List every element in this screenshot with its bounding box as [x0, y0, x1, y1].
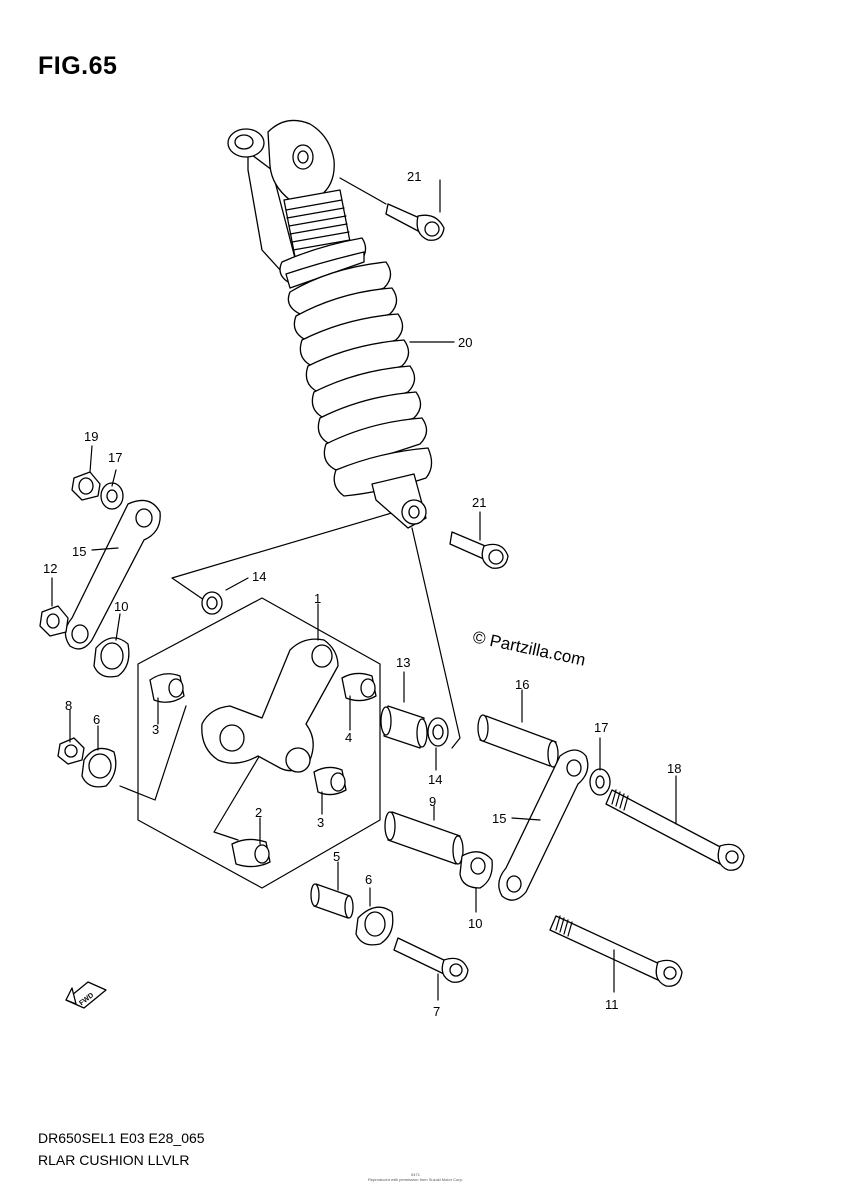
callout-10-left: 10 — [114, 599, 128, 614]
pipe-9 — [387, 811, 461, 865]
callout-14-lower: 14 — [428, 772, 442, 787]
callout-1: 1 — [314, 591, 321, 606]
callout-16: 16 — [515, 677, 529, 692]
left-fasteners — [57, 737, 117, 788]
callout-15-right: 15 — [492, 811, 506, 826]
bolt-21-upper — [339, 177, 445, 241]
fwd-arrow-icon: FWD — [65, 981, 107, 1009]
left-link-assembly — [39, 471, 161, 678]
callout-4: 4 — [345, 730, 352, 745]
callout-17-left: 17 — [108, 450, 122, 465]
bolt-7 — [393, 937, 449, 975]
callout-11: 11 — [605, 997, 619, 1012]
bolt-11 — [549, 915, 665, 981]
callout-21-lower: 21 — [472, 495, 486, 510]
watermark: © Partzilla.com — [471, 627, 587, 669]
guide-line-shock-to-rod — [411, 527, 461, 749]
footnote-text: Reproduced with permission from Suzuki M… — [368, 1177, 463, 1182]
shock-spring — [287, 261, 428, 471]
figure-title: FIG.65 — [38, 52, 118, 80]
pipe-16 — [479, 715, 557, 767]
callout-3-lower: 3 — [317, 815, 324, 830]
callout-2: 2 — [255, 805, 262, 820]
link-15-left — [64, 499, 161, 650]
callout-17-right: 17 — [594, 720, 608, 735]
callout-12: 12 — [43, 561, 57, 576]
link-15-right — [498, 749, 589, 901]
footnote-id: 0471 — [411, 1172, 420, 1177]
footnote: 0471 Reproduced with permission from Suz… — [368, 1172, 463, 1182]
assembly-box — [137, 597, 381, 889]
center-parts — [310, 705, 493, 983]
cushion-lever-assembly — [137, 591, 381, 889]
callout-15-left: 15 — [72, 544, 86, 559]
callout-18: 18 — [667, 761, 681, 776]
guide-line-lever-bottom — [213, 744, 267, 841]
callout-5: 5 — [333, 849, 340, 864]
figure-code: DR650SEL1 E03 E28_065 — [38, 1130, 205, 1146]
callout-19: 19 — [84, 429, 98, 444]
callout-21-upper: 21 — [407, 169, 421, 184]
figure-name: RLAR CUSHION LLVLR — [38, 1152, 190, 1168]
leader-lines — [51, 341, 677, 1001]
callout-3-upper: 3 — [152, 722, 159, 737]
callout-labels: 21 20 19 17 21 15 12 14 10 1 13 16 17 18… — [43, 169, 681, 1019]
callout-20: 20 — [458, 335, 472, 350]
right-parts — [477, 714, 745, 987]
callout-14-upper: 14 — [252, 569, 266, 584]
bolt-21-lower — [449, 511, 509, 569]
callout-9: 9 — [429, 794, 436, 809]
callout-10-center: 10 — [468, 916, 482, 931]
bushing-5 — [313, 883, 351, 919]
callout-13: 13 — [396, 655, 410, 670]
rear-shock-absorber — [227, 119, 433, 529]
callout-8: 8 — [65, 698, 72, 713]
callout-6-left: 6 — [93, 712, 100, 727]
callout-6-center: 6 — [365, 872, 372, 887]
guide-line-shock-to-lever — [171, 511, 396, 601]
bolt-18 — [605, 789, 727, 865]
guide-lines — [119, 511, 461, 841]
guide-line-lever-left — [119, 705, 187, 801]
callout-7: 7 — [433, 1004, 440, 1019]
